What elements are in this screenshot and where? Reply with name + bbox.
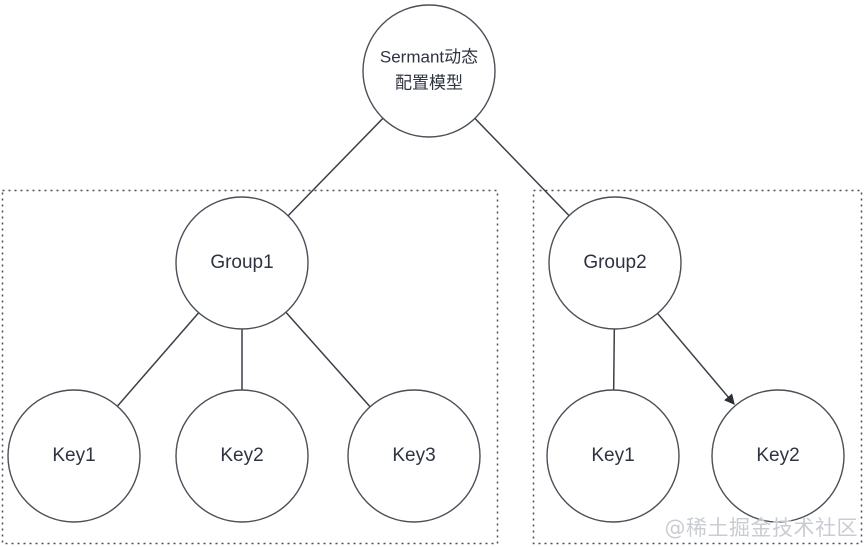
- node-root-label: 配置模型: [395, 73, 463, 92]
- node-group1[interactable]: Group1: [175, 196, 309, 330]
- node-g1-key3-label: Key3: [392, 445, 435, 466]
- group-boundary-group1: [1, 189, 499, 545]
- node-g1-key1-label: Key1: [52, 445, 95, 466]
- node-group2[interactable]: Group2: [548, 196, 682, 330]
- edge-root-to-group2: [474, 117, 570, 217]
- node-g1-key2-label: Key2: [220, 445, 263, 466]
- node-g2-key2[interactable]: Key2: [711, 389, 845, 523]
- node-group1-circle[interactable]: [175, 196, 309, 330]
- edge-group1-to-g1-key1: [116, 312, 200, 407]
- group-boundary-layer: [1, 189, 863, 545]
- node-g2-key2-label: Key2: [756, 445, 799, 466]
- node-g1-key2[interactable]: Key2: [175, 389, 309, 523]
- watermark-label: @稀土掘金技术社区: [665, 516, 859, 540]
- node-g1-key1-circle[interactable]: [7, 389, 141, 523]
- node-g1-key1[interactable]: Key1: [7, 389, 141, 523]
- node-g2-key2-circle[interactable]: [711, 389, 845, 523]
- node-g1-key2-circle[interactable]: [175, 389, 309, 523]
- node-g2-key1-circle[interactable]: [546, 389, 680, 523]
- edge-group1-to-g1-key3: [285, 311, 371, 408]
- node-root-circle[interactable]: [362, 4, 496, 138]
- group-boundary-group2: [532, 189, 863, 545]
- node-root-label: Sermant动态: [380, 47, 478, 66]
- edge-root-to-group1: [287, 117, 384, 217]
- edge-group2-to-g2-key1: [612, 328, 616, 391]
- node-g2-key1-label: Key1: [591, 445, 634, 466]
- node-group2-label: Group2: [583, 252, 646, 273]
- node-g1-key3[interactable]: Key3: [347, 389, 481, 523]
- node-group2-circle[interactable]: [548, 196, 682, 330]
- node-g1-key3-circle[interactable]: [347, 389, 481, 523]
- edge-layer: [116, 117, 735, 408]
- node-group1-label: Group1: [210, 252, 273, 273]
- node-g2-key1[interactable]: Key1: [546, 389, 680, 523]
- edge-group2-to-g2-key2: [657, 312, 735, 405]
